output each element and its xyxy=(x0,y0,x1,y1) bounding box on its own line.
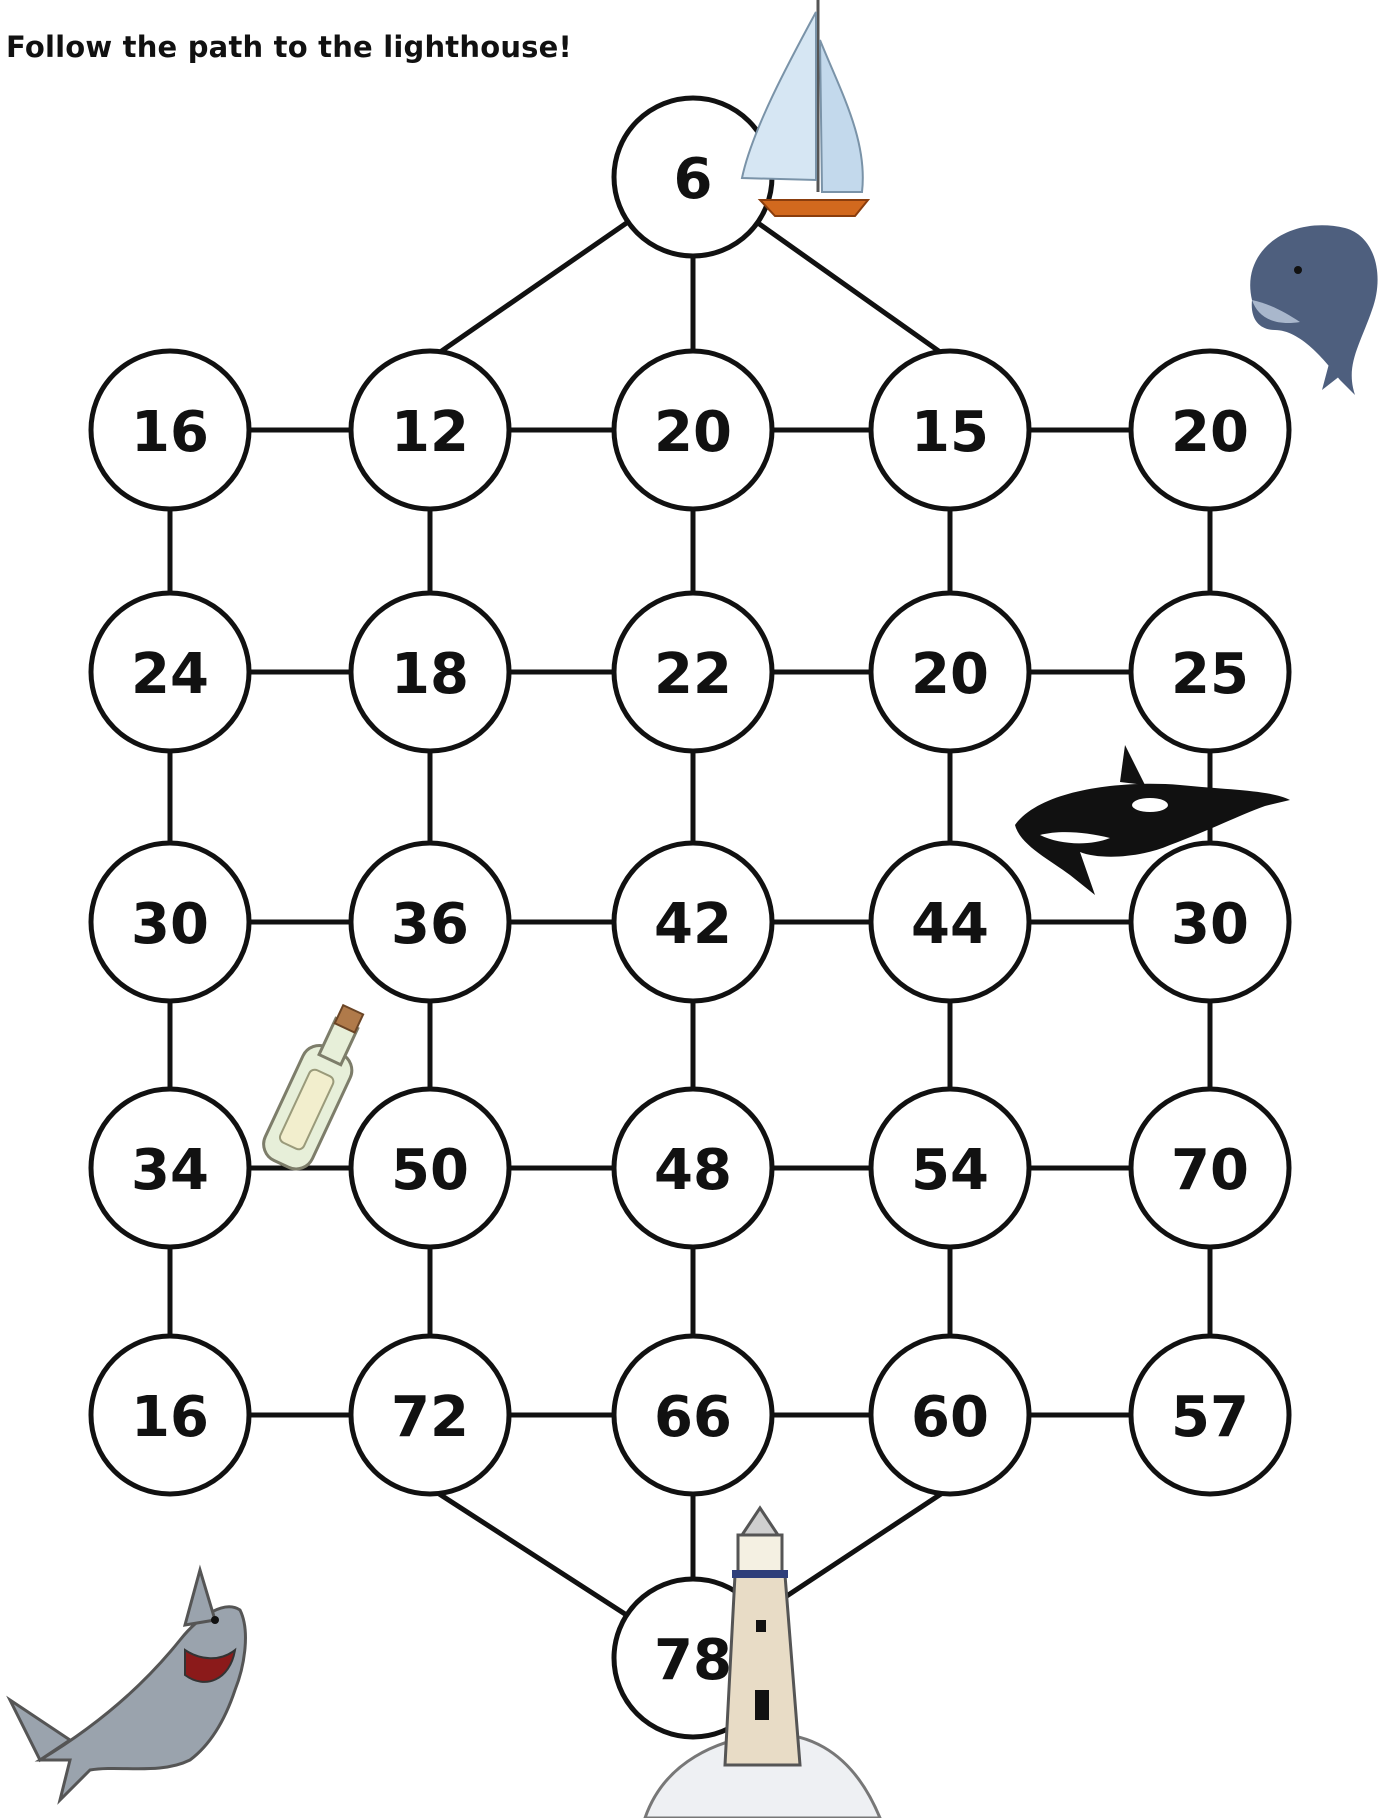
node-number: 50 xyxy=(391,1138,469,1203)
node-number: 16 xyxy=(131,1385,209,1450)
node-number: 60 xyxy=(911,1385,989,1450)
node-r4-c2[interactable]: 50 xyxy=(351,1089,509,1247)
node-r5-c1[interactable]: 16 xyxy=(91,1336,249,1494)
node-r2-c2[interactable]: 18 xyxy=(351,593,509,751)
node-number: 34 xyxy=(131,1138,209,1203)
node-number: 20 xyxy=(654,400,732,465)
node-r5-c2[interactable]: 72 xyxy=(351,1336,509,1494)
node-number: 12 xyxy=(391,400,469,465)
node-r1-c1[interactable]: 16 xyxy=(91,351,249,509)
node-number: 44 xyxy=(911,892,989,957)
node-r2-c4[interactable]: 20 xyxy=(871,593,1029,751)
node-r3-c3[interactable]: 42 xyxy=(614,843,772,1001)
node-r3-c2[interactable]: 36 xyxy=(351,843,509,1001)
node-r5-c3[interactable]: 66 xyxy=(614,1336,772,1494)
node-number: 25 xyxy=(1171,642,1249,707)
node-number: 16 xyxy=(131,400,209,465)
node-r3-c1[interactable]: 30 xyxy=(91,843,249,1001)
node-r2-c1[interactable]: 24 xyxy=(91,593,249,751)
node-r2-c5[interactable]: 25 xyxy=(1131,593,1289,751)
node-number: 70 xyxy=(1171,1138,1249,1203)
node-number: 30 xyxy=(1171,892,1249,957)
finish-number: 78 xyxy=(654,1628,732,1693)
node-r5-c4[interactable]: 60 xyxy=(871,1336,1029,1494)
node-r1-c3[interactable]: 20 xyxy=(614,351,772,509)
node-number: 54 xyxy=(911,1138,989,1203)
node-number: 24 xyxy=(131,642,209,707)
node-r4-c5[interactable]: 70 xyxy=(1131,1089,1289,1247)
node-r4-c4[interactable]: 54 xyxy=(871,1089,1029,1247)
node-number: 57 xyxy=(1171,1385,1249,1450)
node-number: 20 xyxy=(1171,400,1249,465)
node-number: 36 xyxy=(391,892,469,957)
node-number: 18 xyxy=(391,642,469,707)
node-r1-c5[interactable]: 20 xyxy=(1131,351,1289,509)
node-number: 72 xyxy=(391,1385,469,1450)
start-number: 6 xyxy=(674,147,713,212)
node-r2-c3[interactable]: 22 xyxy=(614,593,772,751)
node-number: 30 xyxy=(131,892,209,957)
node-r1-c2[interactable]: 12 xyxy=(351,351,509,509)
dolphin-icon xyxy=(1250,225,1377,395)
node-r4-c1[interactable]: 34 xyxy=(91,1089,249,1247)
node-r3-c5[interactable]: 30 xyxy=(1131,843,1289,1001)
node-number: 22 xyxy=(654,642,732,707)
node-number: 66 xyxy=(654,1385,732,1450)
node-number: 15 xyxy=(911,400,989,465)
node-r3-c4[interactable]: 44 xyxy=(871,843,1029,1001)
shark-icon xyxy=(10,1570,245,1800)
node-r4-c3[interactable]: 48 xyxy=(614,1089,772,1247)
node-number: 48 xyxy=(654,1138,732,1203)
node-r5-c5[interactable]: 57 xyxy=(1131,1336,1289,1494)
node-number: 42 xyxy=(654,892,732,957)
node-r1-c4[interactable]: 15 xyxy=(871,351,1029,509)
node-number: 20 xyxy=(911,642,989,707)
